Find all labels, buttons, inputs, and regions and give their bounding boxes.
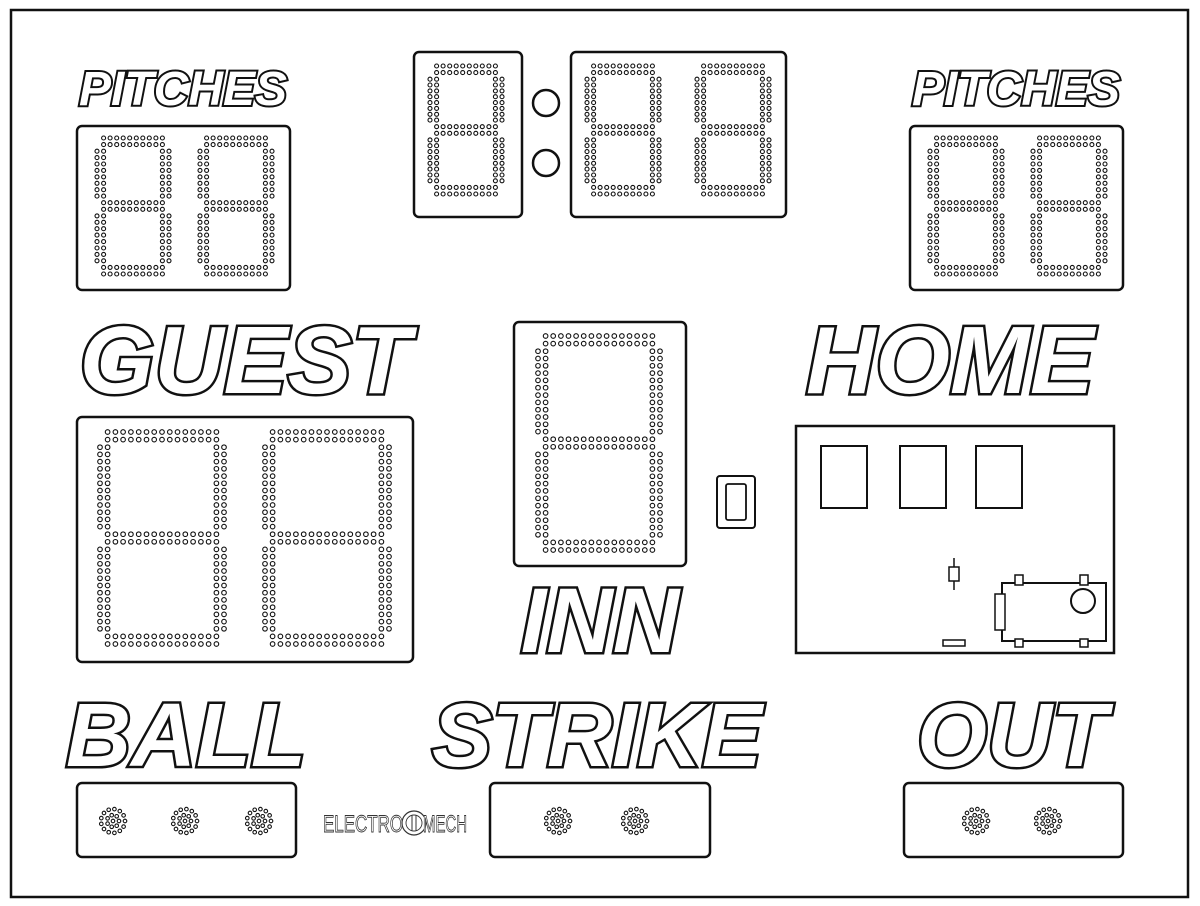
out-light-2 — [1033, 806, 1063, 836]
clock-colon-bottom — [531, 148, 561, 178]
pitches-left-panel — [75, 124, 292, 292]
strike-light-2 — [620, 806, 650, 836]
pitches-left-label: PITCHES — [79, 63, 287, 116]
strike-lights — [543, 806, 650, 836]
out-lights — [961, 806, 1063, 836]
clock-minutes-digit — [427, 63, 505, 197]
pitches-left-digits — [94, 135, 275, 277]
guest-score-digits — [97, 429, 392, 647]
strike-panel — [488, 781, 712, 859]
home-label: HOME — [806, 307, 1097, 414]
guest-score-digit-2 — [262, 429, 392, 647]
clock-seconds-digit-1 — [584, 63, 662, 197]
guest-label: GUEST — [80, 307, 418, 414]
ball-light-1 — [98, 806, 128, 836]
clock-seconds-digit-2 — [694, 63, 772, 197]
home-window-1 — [820, 445, 868, 509]
pitches-right-digit-2 — [1030, 135, 1108, 277]
strike-label: STRIKE — [432, 686, 765, 786]
ball-light-2 — [170, 806, 200, 836]
guest-score-panel — [75, 415, 415, 664]
inning-digit — [535, 333, 663, 553]
out-label: OUT — [917, 686, 1114, 786]
pitches-right-digits — [927, 135, 1108, 277]
clock-digits — [427, 63, 772, 197]
clock-colon-top — [531, 88, 561, 118]
out-panel — [902, 781, 1125, 859]
electro-mech-logo: ELECTRO MECH — [323, 810, 467, 838]
brand-emblem-icon — [401, 810, 427, 836]
pitches-left-digit-1 — [94, 135, 172, 277]
inning-label: INN — [521, 570, 682, 672]
possession-indicator-lamp — [725, 483, 747, 521]
horn-box-icon — [994, 574, 1107, 648]
out-light-1 — [961, 806, 991, 836]
home-window-2 — [899, 445, 947, 509]
connector-icon — [942, 639, 966, 647]
inning-digit-1 — [535, 333, 663, 553]
brand-left-text: ELECTRO — [323, 811, 403, 838]
clock-seconds-panel — [569, 50, 788, 219]
pitches-right-digit-1 — [927, 135, 1005, 277]
guest-score-digit-1 — [97, 429, 227, 647]
toggle-switch-icon — [948, 558, 960, 590]
ball-lights — [98, 806, 274, 836]
home-window-3 — [975, 445, 1023, 509]
strike-light-1 — [543, 806, 573, 836]
pitches-right-panel — [908, 124, 1125, 292]
inning-panel — [512, 320, 688, 568]
home-panel — [794, 424, 1116, 655]
brand-right-text: MECH — [423, 811, 467, 838]
ball-label: BALL — [66, 686, 306, 786]
pitches-right-label: PITCHES — [912, 63, 1120, 116]
ball-light-3 — [244, 806, 274, 836]
pitches-left-digit-2 — [197, 135, 275, 277]
